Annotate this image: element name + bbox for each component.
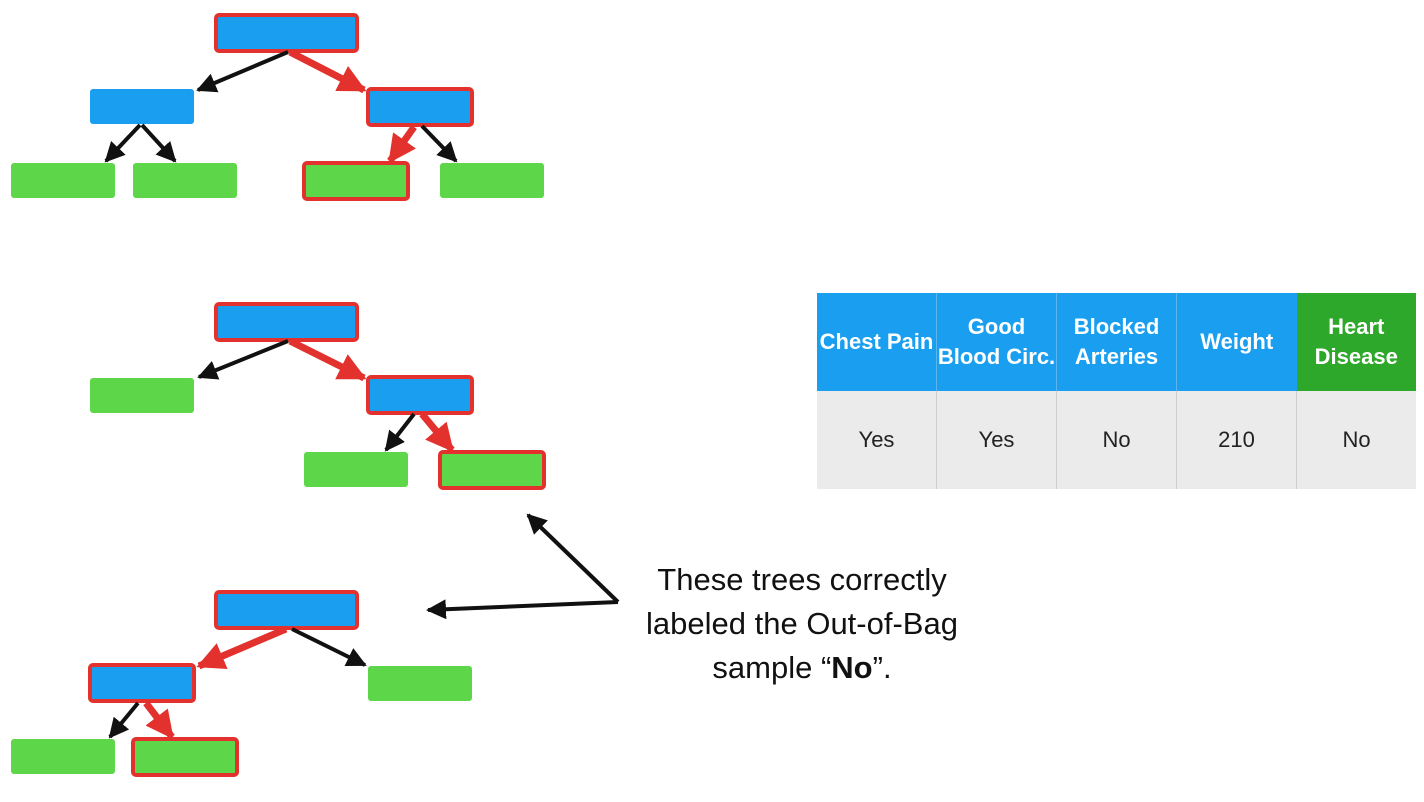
table-row: Yes Yes No 210 No	[817, 391, 1416, 489]
tree3-arrow-root-right	[291, 627, 367, 667]
tree1-arrow-left-leaf2	[140, 123, 177, 163]
tree2-right-decision-node	[366, 375, 474, 415]
tree3-arrow-left-leaf1	[108, 701, 140, 739]
tree1-arrow-right-leaf3	[387, 124, 417, 164]
tree1-arrow-root-right	[288, 48, 367, 94]
tree-3	[11, 590, 472, 777]
caption-text: These trees correctly labeled the Out-of…	[612, 558, 992, 690]
caption-text-before: These trees correctly labeled the Out-of…	[646, 562, 958, 685]
tree2-left-leaf	[90, 378, 194, 413]
cell-good-blood-circ: Yes	[936, 391, 1057, 489]
tree1-arrow-left-leaf1	[104, 123, 142, 163]
cell-blocked-arteries: No	[1056, 391, 1177, 489]
table-header-row: Chest Pain Good Blood Circ. Blocked Arte…	[817, 293, 1416, 391]
tree-2	[90, 302, 546, 490]
tree1-root-node	[214, 13, 359, 53]
header-chest-pain: Chest Pain	[817, 293, 937, 391]
tree3-leaf-2	[131, 737, 239, 777]
callout-arrow-to-tree2	[526, 513, 620, 604]
tree3-right-leaf	[368, 666, 472, 701]
tree1-leaf-1	[11, 163, 115, 198]
callout-arrows	[426, 513, 620, 620]
tree3-arrow-left-leaf2	[143, 700, 175, 740]
tree2-arrow-right-leaf2	[384, 412, 416, 452]
out-of-bag-sample-table: Chest Pain Good Blood Circ. Blocked Arte…	[817, 293, 1416, 489]
tree1-leaf-4	[440, 163, 544, 198]
tree2-arrow-root-right	[288, 337, 367, 382]
tree1-right-decision-node	[366, 87, 474, 127]
cell-heart-disease: No	[1296, 391, 1416, 489]
tree1-leaf-2	[133, 163, 237, 198]
header-weight: Weight	[1176, 293, 1297, 391]
header-good-blood-circ: Good Blood Circ.	[936, 293, 1057, 391]
caption-text-after: ”.	[872, 650, 892, 685]
cell-weight: 210	[1176, 391, 1297, 489]
header-heart-disease: Heart Disease	[1296, 293, 1416, 391]
tree-1	[11, 13, 544, 201]
tree3-root-node	[214, 590, 359, 630]
tree1-left-decision-node	[90, 89, 194, 124]
tree1-leaf-3	[302, 161, 410, 201]
tree2-leaf-2	[304, 452, 408, 487]
caption-bold-word: No	[831, 650, 873, 685]
tree1-arrow-root-left	[196, 50, 289, 93]
tree3-arrow-root-left	[196, 625, 288, 670]
tree2-arrow-root-left	[197, 339, 289, 380]
tree2-root-node	[214, 302, 359, 342]
cell-chest-pain: Yes	[817, 391, 937, 489]
callout-arrow-to-tree3	[426, 599, 619, 620]
tree3-left-decision-node	[88, 663, 196, 703]
tree2-arrow-right-leaf3	[419, 411, 455, 453]
header-blocked-arteries: Blocked Arteries	[1056, 293, 1177, 391]
tree2-leaf-3	[438, 450, 546, 490]
tree3-leaf-1	[11, 739, 115, 774]
tree1-arrow-right-leaf4	[420, 124, 458, 163]
